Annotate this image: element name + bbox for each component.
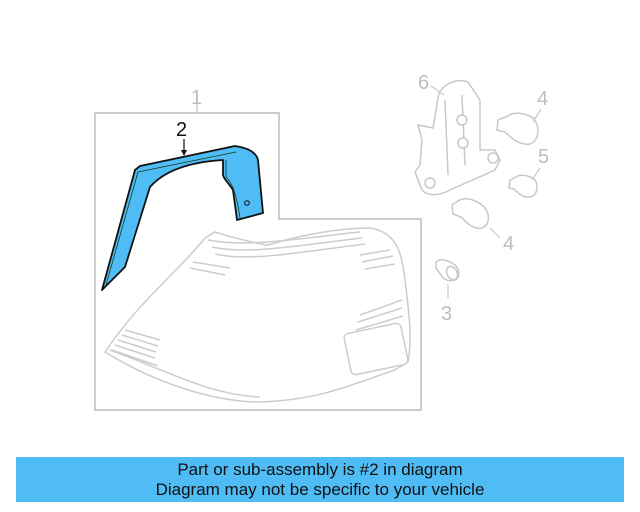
callout-4-lower-leader xyxy=(489,227,501,239)
callout-4-lower: 4 xyxy=(503,233,514,255)
callout-5-leader xyxy=(531,167,541,181)
callout-4-top: 4 xyxy=(537,88,548,110)
callout-6: 6 xyxy=(418,72,429,94)
banner-line-part-number: Part or sub-assembly is #2 in diagram xyxy=(177,459,463,479)
parts-diagram: 1 2 6 xyxy=(94,72,549,411)
callout-2: 2 xyxy=(176,119,187,141)
callout-6-leader xyxy=(430,85,445,96)
part-2-highlighted xyxy=(101,145,264,291)
callout-4-top-leader xyxy=(532,108,542,123)
bulb-part-5 xyxy=(508,174,538,198)
callout-1: 1 xyxy=(191,87,202,109)
callout-3: 3 xyxy=(441,303,452,325)
bulb-socket-part-6 xyxy=(414,80,501,196)
assembly-frame xyxy=(94,112,422,411)
bulb-part-4-lower xyxy=(451,198,490,230)
info-banner: Part or sub-assembly is #2 in diagram Di… xyxy=(16,457,624,502)
banner-line-disclaimer: Diagram may not be specific to your vehi… xyxy=(155,479,485,499)
grommet-part-3 xyxy=(435,259,460,282)
callout-5: 5 xyxy=(538,146,549,168)
callout-2-arrowhead xyxy=(181,150,187,156)
tail-lamp-lens xyxy=(103,227,411,403)
bulb-part-4-top xyxy=(496,112,539,146)
